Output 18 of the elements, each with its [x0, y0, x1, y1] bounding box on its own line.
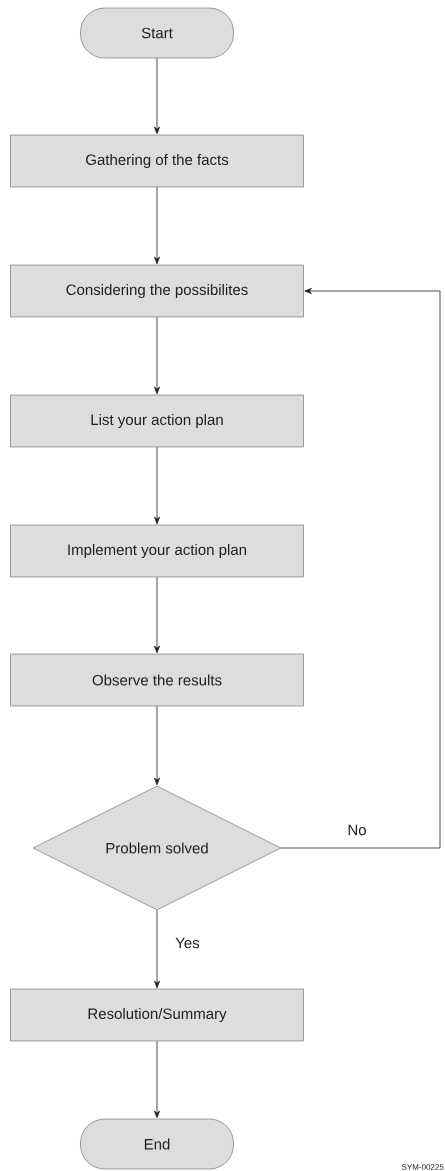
edge-label: Yes — [173, 935, 202, 951]
arrow — [280, 288, 441, 849]
arrow — [154, 316, 160, 395]
arrow — [154, 446, 160, 525]
arrow — [154, 705, 160, 786]
figure-code: SYM-00225 — [401, 1164, 444, 1170]
arrow — [154, 186, 160, 265]
process-box: Considering the possibilites — [10, 264, 304, 318]
process-box: Gathering of the facts — [10, 134, 304, 188]
arrow — [154, 576, 160, 654]
process-box: Observe the results — [10, 653, 304, 707]
process-box: Implement your action plan — [10, 524, 304, 578]
arrow — [154, 1040, 160, 1119]
arrow — [154, 57, 160, 135]
process-box: List your action plan — [10, 394, 304, 448]
arrow — [154, 909, 160, 989]
edge-label: No — [345, 822, 369, 838]
process-box: Resolution/Summary — [10, 988, 304, 1042]
